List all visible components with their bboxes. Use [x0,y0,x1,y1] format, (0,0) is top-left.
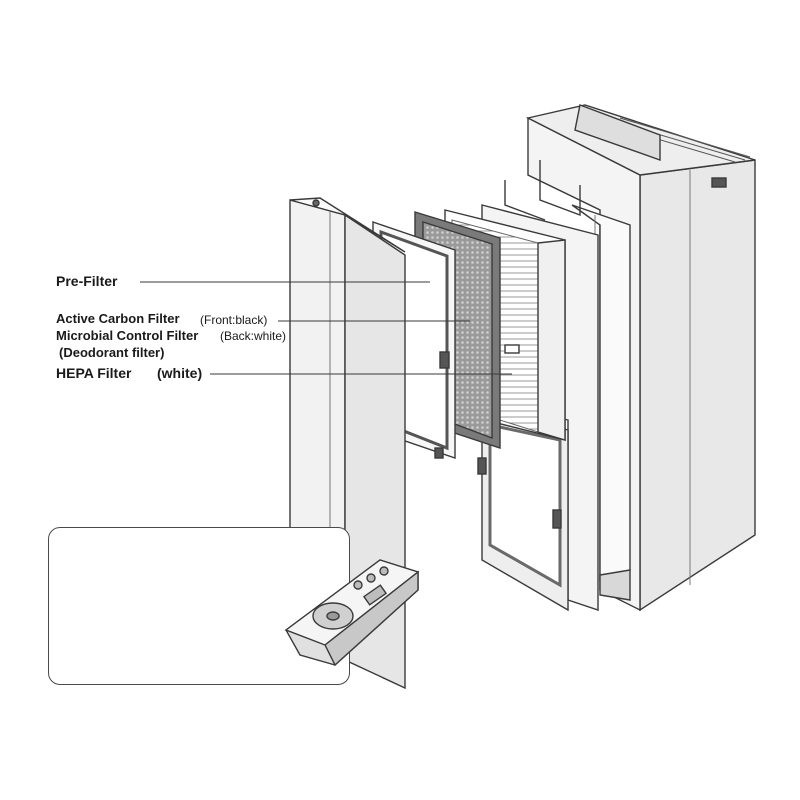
leader-lines [140,281,512,375]
label-deodorant-filter: (Deodorant filter) [59,345,165,360]
label-pre-filter: Pre-Filter [56,273,118,289]
label-microbial-control-filter: Microbial Control Filter [56,328,199,343]
label-active-carbon-filter: Active Carbon Filter [56,311,180,326]
purifier-body [504,104,756,612]
label-microbial-note: (Back:white) [220,329,287,343]
label-hepa-note: (white) [157,365,203,381]
label-hepa-filter: HEPA Filter [56,365,132,381]
label-active-carbon-note: (Front:black) [200,313,268,327]
callout-box [48,527,350,685]
